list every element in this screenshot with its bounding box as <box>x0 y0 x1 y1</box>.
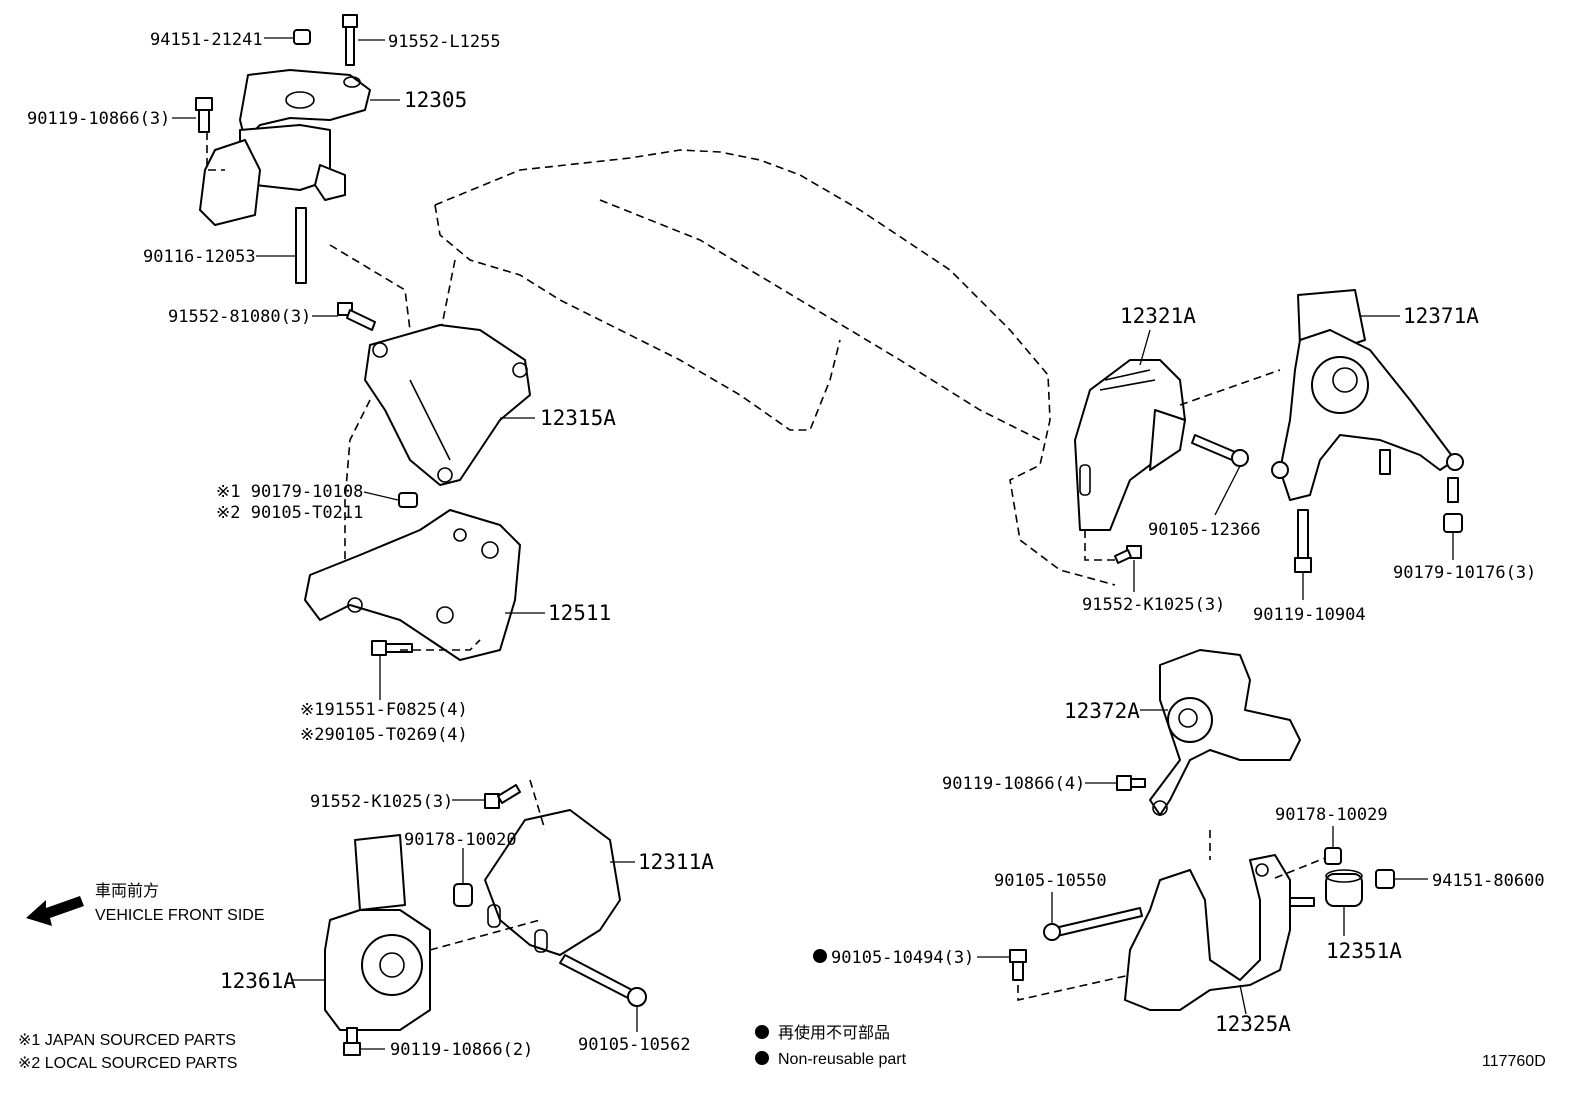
bolt-90119-10866-top <box>195 97 213 133</box>
nut-94151-80600 <box>1375 869 1395 889</box>
label-91552-81080-3: 91552-81080(3) <box>168 307 311 327</box>
legend-dot-icon <box>755 1025 769 1039</box>
label-90119-10866-3: 90119-10866(3) <box>27 109 170 129</box>
label-94151-21241: 94151-21241 <box>150 30 263 50</box>
nut-94151-21241 <box>293 29 311 45</box>
footnote-japan: ※1 JAPAN SOURCED PARTS <box>18 1032 236 1049</box>
stud-12325A <box>1289 897 1315 907</box>
label-12371A: 12371A <box>1403 304 1479 328</box>
bracket-12321A <box>1074 359 1186 531</box>
direction-jp: 車両前方 <box>95 882 159 900</box>
label-12351A: 12351A <box>1326 939 1402 963</box>
bolt-90119-10866-bottom <box>343 1027 361 1056</box>
label-12311A: 12311A <box>638 850 714 874</box>
bolt-91552-L1255 <box>342 14 358 66</box>
label-90105-10550: 90105-10550 <box>994 871 1107 891</box>
nut-90178-10020 <box>453 883 473 907</box>
engine-outline <box>329 149 1116 586</box>
label-90105-12366: 90105-12366 <box>1148 520 1261 540</box>
label-12305: 12305 <box>404 88 467 112</box>
bolt-90105-12366 <box>1191 434 1249 467</box>
bolt-90105-10562 <box>559 954 647 1007</box>
figure-id: 117760D <box>1482 1053 1546 1070</box>
label-91552-L1255: 91552-L1255 <box>388 32 501 52</box>
bolt-91552-K1025-right <box>1114 545 1142 564</box>
label-12321A: 12321A <box>1120 304 1196 328</box>
bolt-90105-10494 <box>1009 949 1027 981</box>
leader-lines <box>172 37 1454 1050</box>
label-90179-10108: ※1 90179-10108 <box>216 482 363 502</box>
bolt-90105-10550 <box>1043 907 1143 941</box>
label-12361A: 12361A <box>220 969 296 993</box>
direction-en: VEHICLE FRONT SIDE <box>95 907 265 924</box>
legend-dot-icon-2 <box>755 1051 769 1065</box>
label-90105-T0269: ※290105-T0269(4) <box>300 725 468 745</box>
legend-jp: 再使用不可部品 <box>778 1024 890 1042</box>
label-12325A: 12325A <box>1215 1012 1291 1036</box>
label-91552-K1025-right: 91552-K1025(3) <box>1082 595 1225 615</box>
label-90179-10176-3: 90179-10176(3) <box>1393 563 1536 583</box>
legend-en: Non-reusable part <box>778 1051 907 1068</box>
bolt-90119-10904 <box>1294 509 1312 573</box>
bushing-12351A <box>1325 869 1363 907</box>
label-12511: 12511 <box>548 601 611 625</box>
label-94151-80600: 94151-80600 <box>1432 871 1545 891</box>
vehicle-front-arrow-icon <box>26 896 84 926</box>
label-91552-K1025-left: 91552-K1025(3) <box>310 792 453 812</box>
bolt-91551-F0825 <box>371 640 413 656</box>
label-12372A: 12372A <box>1064 699 1140 723</box>
stud-rear <box>1379 449 1459 503</box>
bracket-12325A <box>1124 854 1291 1011</box>
footnote-local: ※2 LOCAL SOURCED PARTS <box>18 1055 237 1072</box>
label-12315A: 12315A <box>540 406 616 430</box>
label-90119-10904: 90119-10904 <box>1253 605 1366 625</box>
stud-90116-12053 <box>295 207 307 284</box>
bolt-91552-K1025-left <box>484 784 521 809</box>
non-reusable-dot-icon <box>813 949 827 963</box>
nut-90179-10108 <box>398 492 418 508</box>
bracket-12315A <box>364 324 531 486</box>
mount-12361A <box>324 834 431 1031</box>
bolt-90119-10866-right <box>1116 775 1146 791</box>
bracket-12311A <box>484 809 621 956</box>
label-90105-10494-3: 90105-10494(3) <box>831 948 974 968</box>
label-90178-10029: 90178-10029 <box>1275 805 1388 825</box>
bracket-12511 <box>304 509 521 661</box>
engine-mount-12305 <box>199 69 371 226</box>
label-90105-T0211: ※2 90105-T0211 <box>216 503 363 523</box>
nut-90179-10176 <box>1443 513 1463 533</box>
label-90178-10020: 90178-10020 <box>404 830 517 850</box>
nut-90178-10029 <box>1324 847 1342 865</box>
label-90105-10562: 90105-10562 <box>578 1035 691 1055</box>
label-90119-10866-2: 90119-10866(2) <box>390 1040 533 1060</box>
label-91551-F0825: ※191551-F0825(4) <box>300 700 468 720</box>
mount-12372A <box>1149 649 1301 816</box>
bracket-12371A <box>1271 289 1464 501</box>
bolt-91552-81080 <box>337 302 376 331</box>
label-90116-12053: 90116-12053 <box>143 247 256 267</box>
label-90119-10866-4: 90119-10866(4) <box>942 774 1085 794</box>
